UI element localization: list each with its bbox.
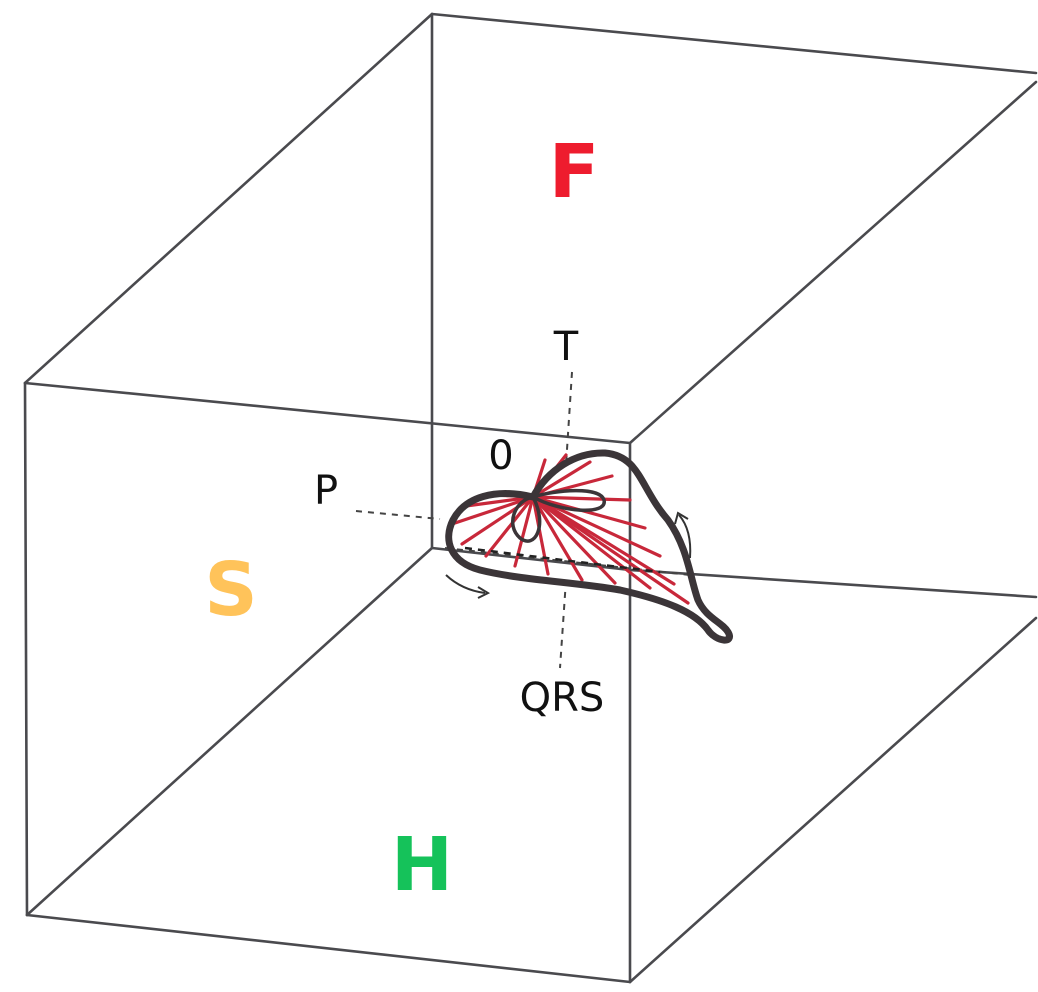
- qrs-label: QRS: [520, 675, 605, 721]
- qrs-axis: [560, 580, 566, 668]
- axes: [356, 372, 690, 668]
- box-front-edges: [25, 82, 1036, 982]
- horizontal-plane-label: H: [391, 822, 453, 908]
- t-axis: [566, 372, 572, 465]
- box-back-edges: [25, 14, 1036, 915]
- frontal-plane-label: F: [549, 129, 600, 215]
- sagittal-plane-label: S: [204, 547, 257, 633]
- p-label: P: [314, 468, 338, 514]
- t-label: T: [553, 324, 579, 370]
- origin-label: 0: [488, 433, 513, 479]
- p-axis: [356, 511, 440, 519]
